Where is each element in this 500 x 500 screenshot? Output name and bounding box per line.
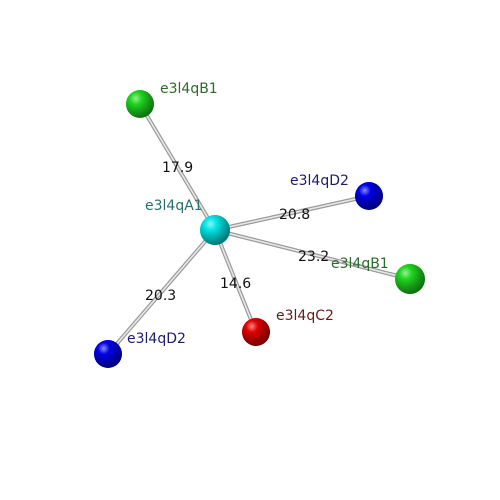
- distance-label-D2a: 20.8: [279, 207, 310, 223]
- atom-D2b: [94, 340, 122, 368]
- distance-label-B1b: 23.2: [298, 249, 329, 265]
- atom-C2: [242, 318, 270, 346]
- atom-label-D2b: e3l4qD2: [127, 331, 186, 347]
- bond-highlight-C2: [214, 229, 257, 333]
- bond-highlight-D2b: [107, 229, 216, 355]
- bond-highlight-B1b: [214, 229, 411, 280]
- atom-label-A1: e3l4qA1: [145, 198, 203, 214]
- atom-label-D2a: e3l4qD2: [290, 173, 349, 189]
- atom-label-B1b: e3l4qB1: [331, 256, 389, 272]
- bond-highlight-B1a: [139, 103, 216, 231]
- distance-label-B1a: 17.9: [162, 160, 193, 176]
- atom-label-B1a: e3l4qB1: [160, 81, 218, 97]
- distance-label-C2: 14.6: [220, 276, 251, 292]
- atom-A1: [200, 215, 230, 245]
- distance-label-D2b: 20.3: [145, 288, 176, 304]
- atom-B1a: [126, 90, 154, 118]
- atom-D2a: [355, 182, 383, 210]
- bond-highlight-D2a: [214, 195, 370, 231]
- atom-B1b: [395, 264, 425, 294]
- atom-label-C2: e3l4qC2: [276, 308, 334, 324]
